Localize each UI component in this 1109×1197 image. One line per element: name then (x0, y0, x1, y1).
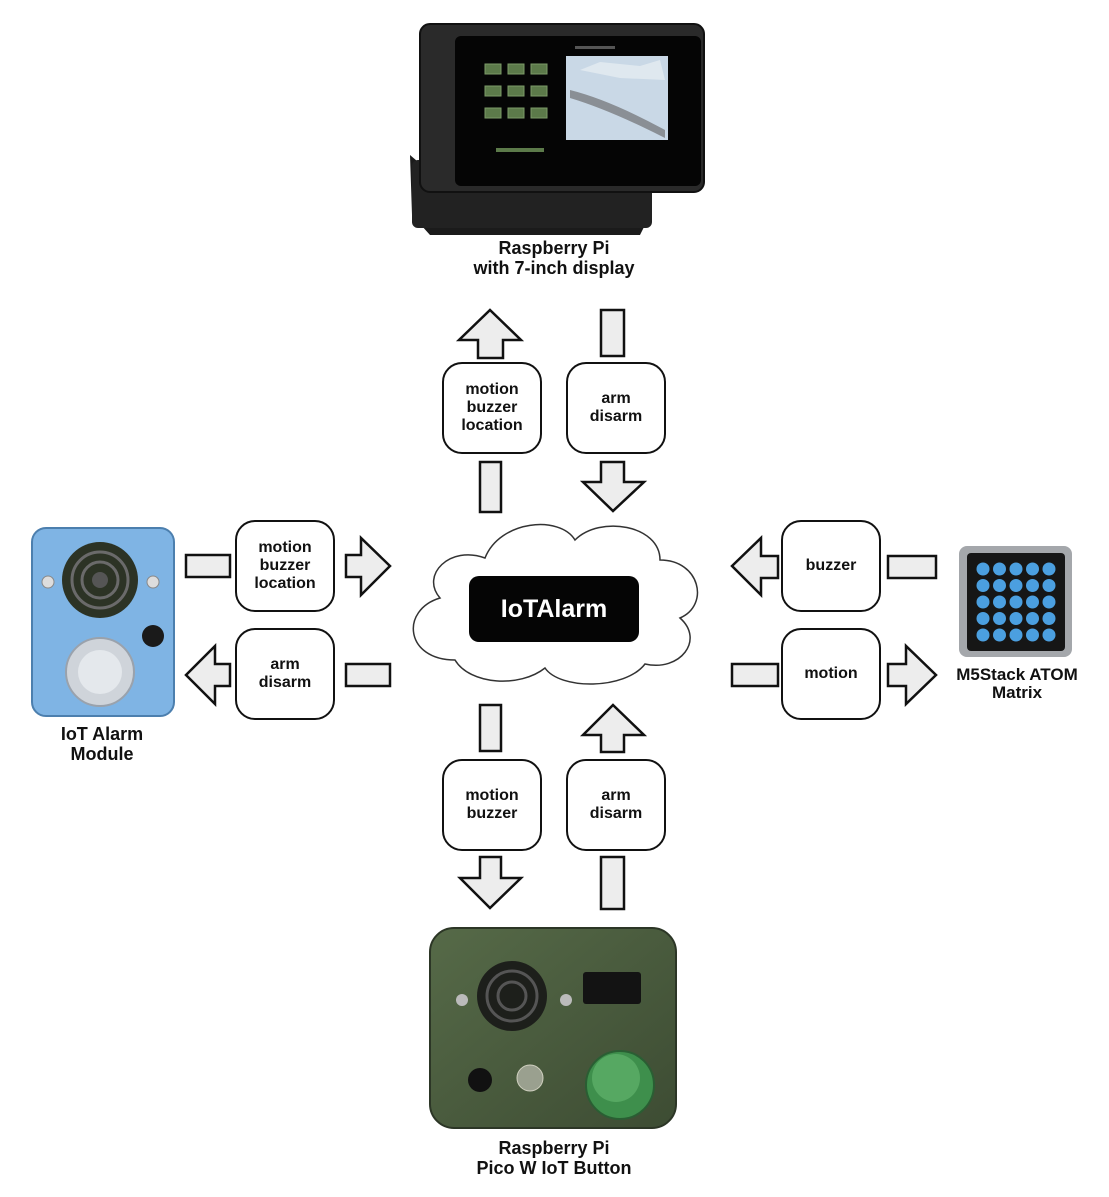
pico-button-label-line1: Raspberry Pi (498, 1138, 610, 1158)
m5stack-atom-label-line2: Matrix (991, 683, 1043, 702)
arrow-rpi-down (579, 308, 648, 513)
msg-item: buzzer (466, 399, 518, 416)
msg-box-right-out: motion (781, 628, 881, 720)
matrix-led (1009, 628, 1023, 642)
matrix-led (993, 562, 1006, 576)
matrix-led (1042, 579, 1056, 592)
pico-button-label: Raspberry Pi Pico W IoT Button (434, 1138, 674, 1178)
iot-alarm-module-label-line1: IoT Alarm (60, 724, 144, 744)
msg-item: buzzer (259, 557, 311, 574)
matrix-led (1042, 612, 1056, 625)
msg-item: motion (258, 539, 312, 556)
matrix-led (993, 612, 1006, 625)
matrix-led (976, 579, 990, 592)
iot-alarm-module-label: IoT Alarm Module (2, 724, 202, 764)
msg-box-left-in: motion buzzer location (235, 520, 335, 612)
msg-item: buzzer (466, 805, 518, 822)
matrix-led (1009, 562, 1023, 576)
arrow-atom-in (730, 535, 938, 599)
matrix-led (1042, 562, 1056, 576)
iotalarm-hub-label: IoTAlarm (469, 576, 639, 642)
arrow-button-up (579, 703, 648, 911)
m5stack-atom-label: M5Stack ATOM Matrix (925, 666, 1109, 702)
iot-alarm-module-device (31, 527, 175, 717)
arrow-module-in (184, 535, 392, 599)
m5stack-atom-matrix-device (959, 546, 1072, 657)
arrow-rpi-up (455, 308, 525, 514)
matrix-led (1026, 612, 1039, 625)
matrix-led (993, 579, 1006, 592)
pico-button-label-line2: Pico W IoT Button (476, 1158, 632, 1178)
matrix-led (993, 628, 1006, 642)
msg-box-right-in: buzzer (781, 520, 881, 612)
msg-box-top-down: arm disarm (566, 362, 666, 454)
msg-box-top-up: motion buzzer location (442, 362, 542, 454)
matrix-led (1026, 595, 1039, 609)
matrix-led (1009, 579, 1023, 592)
msg-item: arm (601, 390, 631, 407)
msg-box-left-out: arm disarm (235, 628, 335, 720)
msg-box-bottom-down: motion buzzer (442, 759, 542, 851)
arrow-atom-out (730, 643, 938, 707)
matrix-led (976, 595, 990, 609)
matrix-led (976, 612, 990, 625)
msg-item: location (254, 575, 316, 592)
m5stack-atom-label-line1: M5Stack ATOM (956, 665, 1078, 684)
matrix-led (1026, 579, 1039, 592)
matrix-led (976, 628, 990, 642)
msg-item: buzzer (805, 557, 857, 574)
msg-item: motion (465, 787, 519, 804)
matrix-led (1042, 628, 1056, 642)
rpi-display-label-line2: with 7-inch display (473, 258, 635, 278)
matrix-led (1026, 562, 1039, 576)
msg-item: arm (601, 787, 631, 804)
msg-item: arm (270, 656, 300, 673)
matrix-led (993, 595, 1006, 609)
msg-box-bottom-up: arm disarm (566, 759, 666, 851)
matrix-led (1009, 595, 1023, 609)
matrix-led (1042, 595, 1056, 609)
msg-item: disarm (258, 674, 312, 691)
matrix-led (1009, 612, 1023, 625)
msg-item: disarm (589, 408, 643, 425)
msg-item: disarm (589, 805, 643, 822)
arrow-button-down (456, 703, 525, 910)
matrix-led (976, 562, 990, 576)
pico-w-iot-button-device (429, 927, 677, 1129)
rpi-display-label-line1: Raspberry Pi (498, 238, 610, 258)
msg-item: motion (465, 381, 519, 398)
matrix-led (1026, 628, 1039, 642)
raspberry-pi-display-device (410, 23, 705, 235)
msg-item: location (461, 417, 523, 434)
iot-alarm-module-label-line2: Module (70, 744, 134, 764)
arrow-module-out (184, 642, 392, 708)
msg-item: motion (804, 665, 858, 682)
rpi-display-label: Raspberry Pi with 7-inch display (454, 238, 654, 278)
